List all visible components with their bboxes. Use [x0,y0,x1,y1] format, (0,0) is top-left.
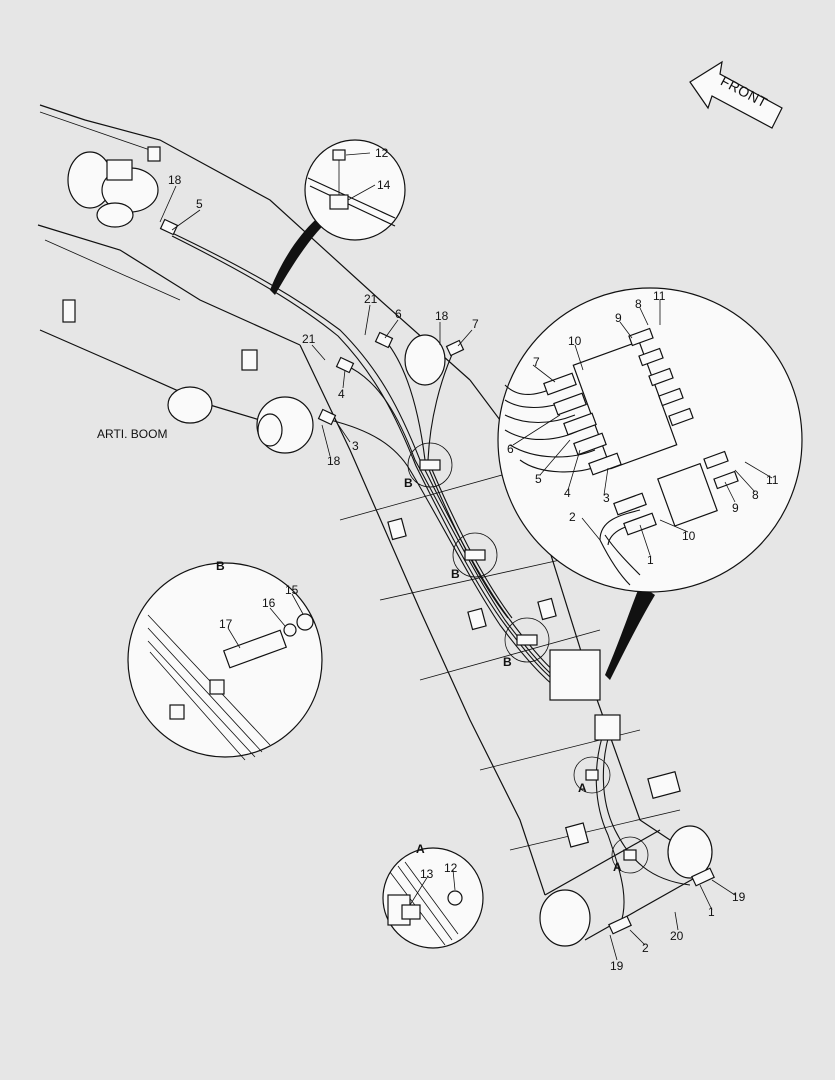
hose-fittings [159,218,715,935]
callout-6-a: 6 [395,307,402,321]
callout-7-b: 7 [533,355,540,369]
callout-11-b: 11 [766,473,779,487]
callout-9-a: 9 [615,311,622,325]
callout-2-a: 2 [569,510,576,524]
detail-circle-a [382,847,484,949]
callout-5-a: 5 [196,197,203,211]
detail-b-title: B [216,559,225,573]
callout-11-a: 11 [653,289,666,303]
callout-4-a: 4 [338,387,345,401]
view-b-label-2: B [451,567,460,581]
detail-a-title: A [416,842,425,856]
callout-10-a: 10 [568,334,582,348]
callout-18-a: 18 [168,173,182,187]
callout-12-b: 12 [444,861,458,875]
clamp-detail-markers [407,442,649,874]
callout-18-c: 18 [327,454,341,468]
callout-13: 13 [420,867,434,881]
callout-21-a: 21 [364,292,378,306]
callout-6-b: 6 [507,442,514,456]
callout-10-b: 10 [682,529,696,543]
callout-2-b: 2 [642,941,649,955]
callout-8-a: 8 [635,297,642,311]
callout-4-b: 4 [564,486,571,500]
callout-15: 15 [285,583,299,597]
callout-16: 16 [262,596,276,610]
callout-14: 14 [377,178,391,192]
boom-title: ARTI. BOOM [97,427,167,441]
detail-circle-right [497,287,803,680]
callout-9-b: 9 [732,501,739,515]
callout-8-b: 8 [752,488,759,502]
rear-pivot-housing [67,146,161,228]
callout-19-b: 19 [610,959,624,973]
callout-17: 17 [219,617,233,631]
view-a-label-2: A [613,860,622,874]
callout-7-a: 7 [472,317,479,331]
callout-3-a: 3 [352,439,359,453]
callout-1-b: 1 [708,905,715,919]
front-arrow-icon: FRONT [689,60,783,129]
detail-circle-top [270,139,406,295]
boom-structure [37,104,713,947]
callout-1-a: 1 [647,553,654,567]
view-b-label-1: B [404,476,413,490]
leader-lines [159,152,773,961]
view-b-label-3: B [503,655,512,669]
callout-12-a: 12 [375,146,389,160]
callout-19-a: 19 [732,890,746,904]
mid-pivot-housing [62,299,446,454]
callout-20: 20 [670,929,684,943]
callout-21-b: 21 [302,332,316,346]
callout-5-b: 5 [535,472,542,486]
callout-3-b: 3 [603,491,610,505]
callout-18-b: 18 [435,309,449,323]
view-a-label-1: A [578,781,587,795]
detail-circle-b [127,562,323,761]
front-pivot-boss [539,825,713,947]
part-callouts: 18 5 12 14 21 6 18 7 21 4 3 18 7 10 9 8 … [168,146,779,973]
